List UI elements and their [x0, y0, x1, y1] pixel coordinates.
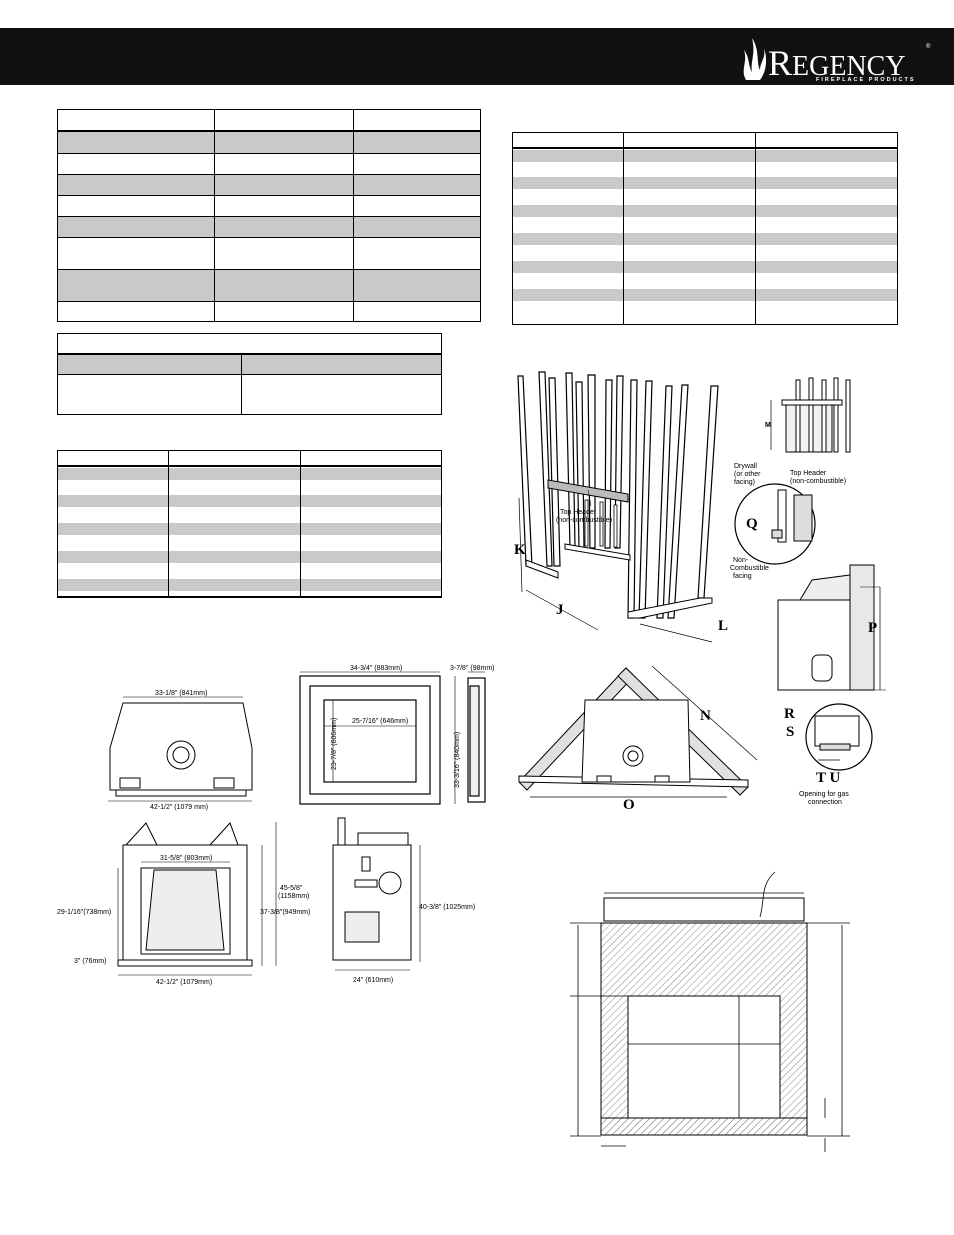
svg-text:Opening for gas: Opening for gas	[799, 791, 849, 798]
logo-tagline: FIREPLACE PRODUCTS	[816, 77, 916, 83]
svg-text:(non-combustible): (non-combustible)	[556, 517, 612, 524]
svg-text:34-3/4" (883mm): 34-3/4" (883mm)	[350, 665, 402, 672]
spec-table-1	[57, 109, 481, 322]
dim-front-top-width: 33-1/8" (841mm)	[155, 690, 207, 697]
spec-table-3	[57, 450, 442, 598]
svg-text:K: K	[514, 542, 526, 558]
svg-text:R: R	[784, 706, 795, 722]
svg-text:Q: Q	[746, 516, 758, 532]
regency-logo: REGENCY ® FIREPLACE PRODUCTS	[738, 32, 938, 83]
svg-text:N: N	[700, 708, 711, 724]
svg-text:Top Header: Top Header	[560, 509, 597, 516]
svg-text:(1158mm): (1158mm)	[278, 893, 309, 900]
svg-text:facing): facing)	[734, 479, 755, 486]
svg-text:Combustible: Combustible	[730, 565, 769, 572]
trademark-mark: ®	[926, 44, 931, 50]
svg-text:M: M	[765, 422, 771, 429]
svg-text:facing: facing	[733, 573, 752, 580]
svg-text:(or other: (or other	[734, 471, 761, 478]
svg-text:3" (76mm): 3" (76mm)	[74, 958, 106, 965]
svg-text:T U: T U	[816, 770, 840, 786]
spec-table-2	[57, 333, 442, 415]
svg-text:Drywall: Drywall	[734, 463, 757, 470]
svg-text:37-3/8"(949mm): 37-3/8"(949mm)	[260, 909, 310, 916]
svg-text:Non-: Non-	[733, 557, 749, 564]
svg-text:31-5/8" (803mm): 31-5/8" (803mm)	[160, 855, 212, 862]
svg-text:45-5/8": 45-5/8"	[280, 885, 303, 892]
svg-text:23-7/8" (606mm): 23-7/8" (606mm)	[331, 718, 338, 770]
svg-text:(non-combustible): (non-combustible)	[790, 478, 846, 485]
svg-text:connection: connection	[808, 799, 842, 806]
svg-text:29-1/16"(738mm): 29-1/16"(738mm)	[57, 909, 111, 916]
svg-text:S: S	[786, 724, 794, 740]
svg-text:O: O	[623, 797, 635, 813]
svg-text:42-1/2" (1079mm): 42-1/2" (1079mm)	[156, 979, 212, 986]
svg-text:J: J	[556, 602, 564, 618]
spec-table-4	[512, 132, 898, 325]
svg-text:3-7/8" (98mm): 3-7/8" (98mm)	[450, 665, 495, 672]
svg-text:L: L	[718, 618, 728, 634]
svg-text:25-7/16" (646mm): 25-7/16" (646mm)	[352, 718, 408, 725]
flame-icon	[743, 38, 767, 80]
svg-text:33-3/16" (840mm): 33-3/16" (840mm)	[454, 732, 461, 788]
header-bar	[0, 28, 954, 85]
logo-wordmark: REGENCY	[768, 43, 906, 83]
svg-text:P: P	[868, 620, 877, 636]
svg-text:Top Header: Top Header	[790, 470, 827, 477]
dim-front-bottom-width: 42-1/2" (1079 mm)	[150, 804, 208, 811]
svg-text:40-3/8" (1025mm): 40-3/8" (1025mm)	[419, 904, 475, 911]
svg-text:24" (610mm): 24" (610mm)	[353, 977, 393, 984]
